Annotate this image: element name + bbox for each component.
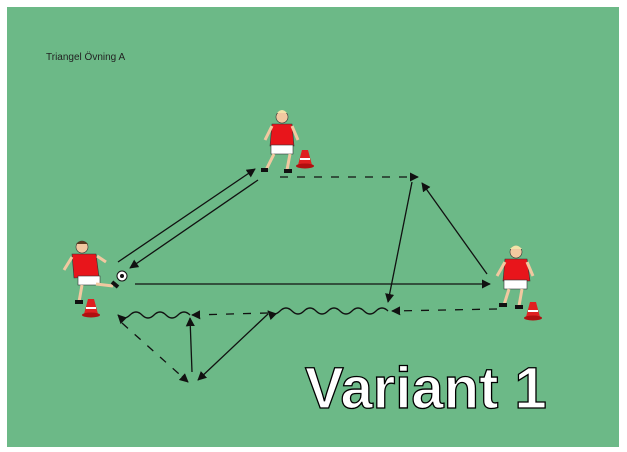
pass-arrow-right-to-top-corner bbox=[421, 182, 488, 275]
variant-label: Variant 1 bbox=[305, 356, 547, 421]
soccer-ball bbox=[116, 270, 128, 282]
run-arrow-middle-to-left bbox=[191, 310, 269, 320]
player-left bbox=[62, 240, 120, 304]
cone-left bbox=[82, 299, 100, 318]
training-field bbox=[7, 7, 619, 447]
dribble-arrow-left bbox=[117, 311, 191, 325]
pass-arrow-bottom-up bbox=[185, 317, 195, 373]
pass-arrow-corner-down bbox=[385, 181, 413, 303]
run-arrow-right-to-middle bbox=[391, 306, 498, 316]
player-right bbox=[495, 245, 535, 309]
pass-arrow-to-bottom-corner bbox=[197, 313, 269, 381]
cone-top bbox=[296, 150, 314, 169]
cone-right bbox=[524, 302, 542, 321]
run-arrow-cone-to-bottom bbox=[121, 322, 189, 383]
dribble-arrow-right bbox=[267, 307, 389, 321]
pass-arrow-left-to-top bbox=[117, 168, 256, 263]
pass-arrow-top-to-left bbox=[129, 179, 259, 269]
drill-title: Triangel Övning A bbox=[46, 52, 126, 63]
player-top bbox=[261, 110, 300, 173]
